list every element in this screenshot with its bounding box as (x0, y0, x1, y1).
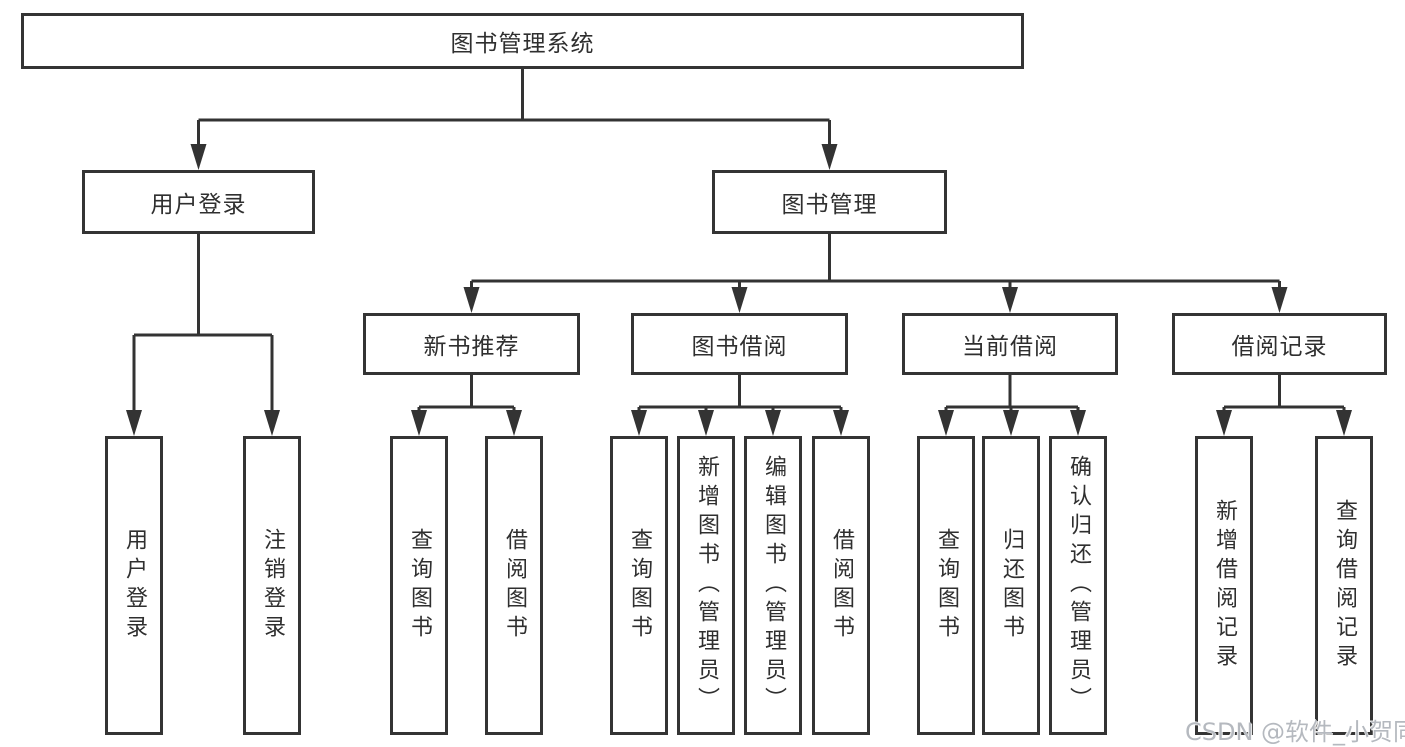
leaf-borrow-books-newbook: 借阅图书 (485, 436, 543, 735)
node-borrow-records: 借阅记录 (1172, 313, 1387, 375)
csdn-watermark: CSDN @软件_小贺同学 (1185, 718, 1405, 746)
node-label: 借阅图书 (502, 527, 527, 644)
node-book-management: 图书管理 (712, 170, 947, 234)
node-label: 用户登录 (150, 192, 247, 218)
node-label: 查询图书 (407, 527, 432, 644)
node-new-book-recommend: 新书推荐 (363, 313, 580, 375)
node-label: 编辑图书（管理员） (761, 455, 786, 716)
node-label: 确认归还（管理员） (1066, 455, 1091, 716)
leaf-edit-books-admin: 编辑图书（管理员） (744, 436, 802, 735)
node-label: 用户登录 (122, 527, 147, 644)
node-label: 借阅图书 (829, 527, 854, 644)
leaf-confirm-return-admin: 确认归还（管理员） (1049, 436, 1107, 735)
node-label: 图书借阅 (691, 334, 788, 360)
leaf-return-books: 归还图书 (982, 436, 1040, 735)
leaf-borrow-books: 借阅图书 (812, 436, 870, 735)
node-book-borrow: 图书借阅 (631, 313, 848, 375)
leaf-query-borrow-record: 查询借阅记录 (1315, 436, 1373, 735)
node-label: 借阅记录 (1231, 334, 1328, 360)
node-label: 图书管理 (781, 192, 878, 218)
leaf-logout: 注销登录 (243, 436, 301, 735)
node-label: 图书管理系统 (450, 31, 595, 57)
leaf-user-login: 用户登录 (105, 436, 163, 735)
node-label: 新增图书（管理员） (694, 455, 719, 716)
node-library-management-system: 图书管理系统 (21, 13, 1024, 69)
node-label: 当前借阅 (962, 334, 1058, 360)
leaf-query-books-current: 查询图书 (917, 436, 975, 735)
node-label: 查询图书 (627, 527, 652, 644)
leaf-add-borrow-record: 新增借阅记录 (1195, 436, 1253, 735)
node-user-login: 用户登录 (82, 170, 315, 234)
leaf-query-books-borrow: 查询图书 (610, 436, 668, 735)
node-label: 查询借阅记录 (1332, 498, 1357, 673)
node-label: 注销登录 (260, 527, 285, 644)
leaf-add-books-admin: 新增图书（管理员） (677, 436, 735, 735)
leaf-query-books-newbook: 查询图书 (390, 436, 448, 735)
node-label: 新书推荐 (423, 334, 520, 360)
node-label: 查询图书 (934, 527, 959, 644)
node-label: 归还图书 (999, 527, 1024, 644)
node-label: 新增借阅记录 (1212, 498, 1237, 673)
node-current-borrow: 当前借阅 (902, 313, 1118, 375)
